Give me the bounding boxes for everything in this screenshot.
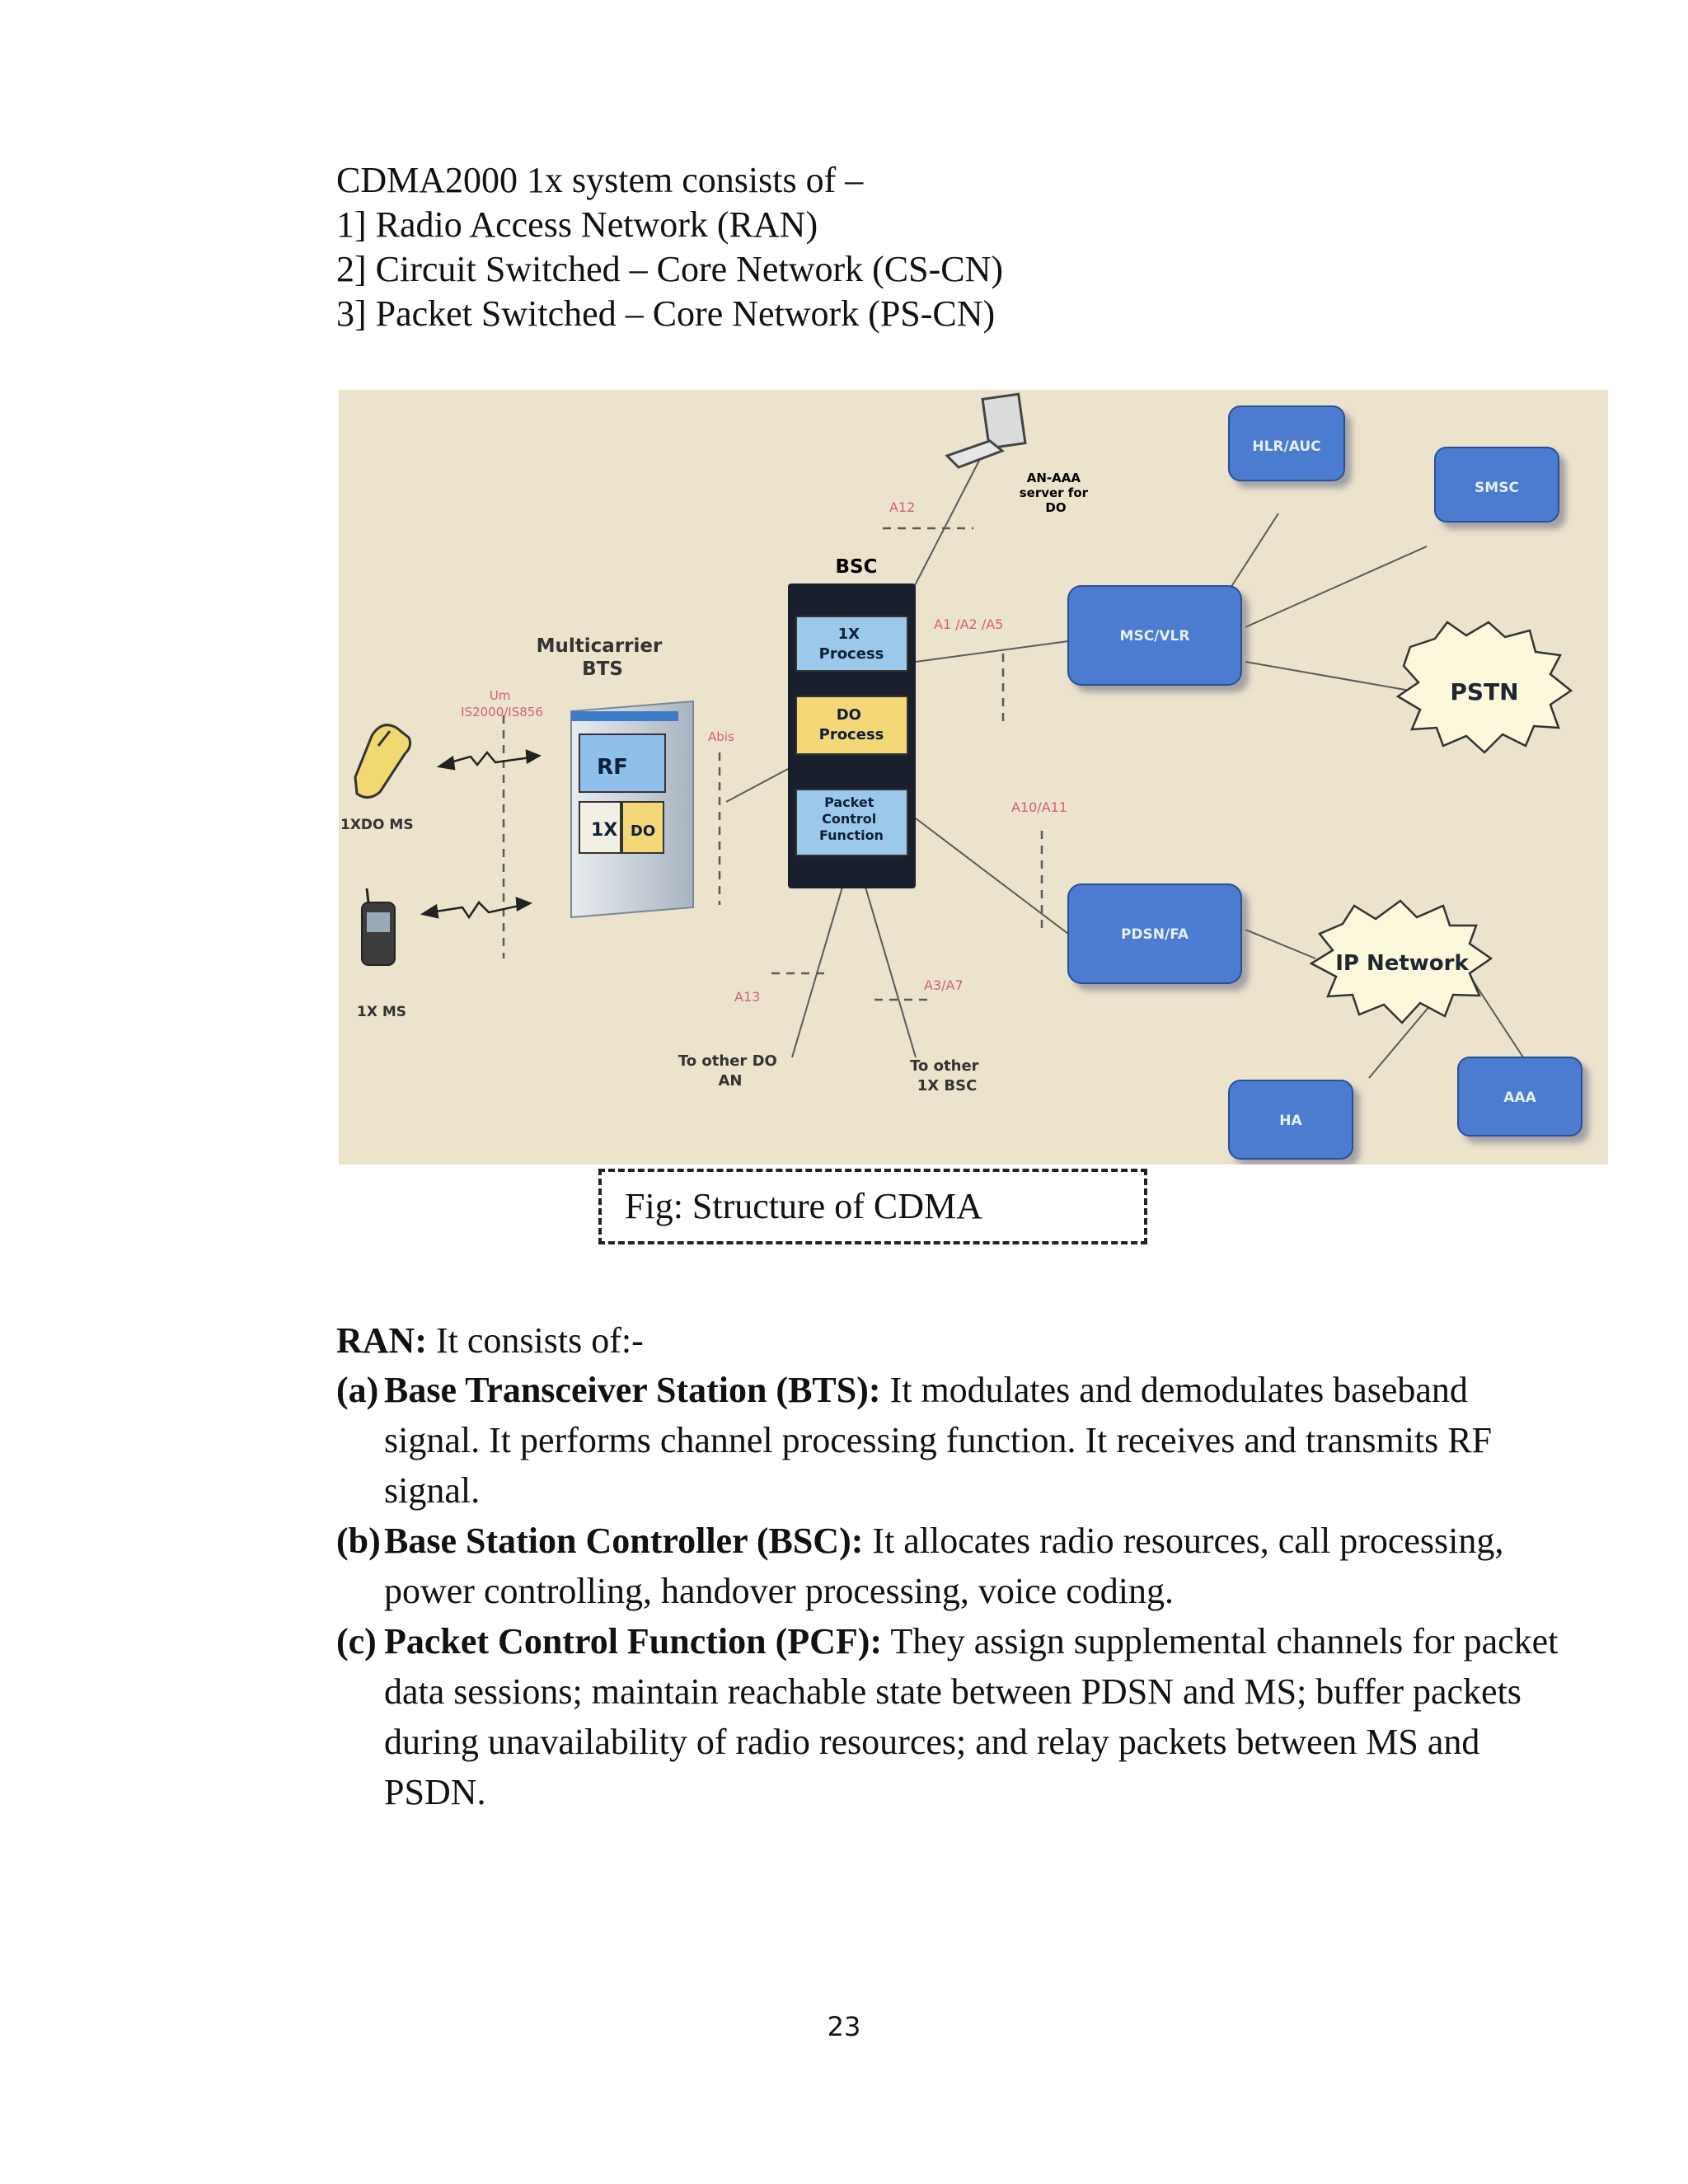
other-do-label: To other DO AN xyxy=(678,1052,782,1090)
bts-label: Multicarrier BTS xyxy=(537,635,669,680)
ran-heading-term: RAN: xyxy=(336,1320,427,1361)
bts-top-stripe xyxy=(571,711,678,721)
ip-network-cloud xyxy=(1309,899,1493,1024)
list-marker: (b) xyxy=(336,1521,381,1561)
smsc-node xyxy=(1434,447,1559,523)
smsc-label: SMSC xyxy=(1475,480,1519,496)
abis-interface-label: Abis xyxy=(708,729,734,744)
bsc-pcf xyxy=(795,789,908,856)
diagram-background xyxy=(339,390,1608,1165)
list-marker: (c) xyxy=(336,1621,377,1661)
bts-1x-label: 1X xyxy=(591,820,617,841)
pstn-label: PSTN xyxy=(1450,678,1518,705)
list-marker: (a) xyxy=(336,1370,379,1410)
pcf-term: Packet Control Function (PCF): xyxy=(384,1621,883,1661)
list-item: (a) Base Transceiver Station (BTS): It m… xyxy=(336,1365,1573,1516)
a10a11-interface-label: A10/A11 xyxy=(1011,799,1067,815)
mobile-phone-icon xyxy=(361,888,396,966)
pcf-description: They assign supplemental channels for pa… xyxy=(384,1621,1559,1812)
a13-interface-label: A13 xyxy=(734,989,760,1005)
ha-node xyxy=(1228,1080,1353,1160)
a12-interface-label: A12 xyxy=(889,499,915,515)
bts-rf-label: RF xyxy=(597,755,628,780)
hlr-auc-node xyxy=(1228,405,1345,481)
ms-1xdo-label: 1XDO MS xyxy=(340,817,414,833)
intro-title: CDMA2000 1x system consists of – xyxy=(336,160,864,200)
intro-item-ran: 1] Radio Access Network (RAN) xyxy=(336,204,818,245)
bts-description: It modulates and demodulates baseband si… xyxy=(384,1370,1493,1511)
list-item: (b) Base Station Controller (BSC): It al… xyxy=(336,1516,1573,1616)
ip-network-label: IP Network xyxy=(1335,951,1469,976)
bts-term: Base Transceiver Station (BTS): xyxy=(384,1370,881,1410)
bsc-description: It allocates radio resources, call proce… xyxy=(384,1521,1504,1611)
ha-label: HA xyxy=(1279,1113,1302,1129)
bts-do-label: DO xyxy=(631,823,655,840)
bsc-pcf-label: Packet Control Function xyxy=(819,794,884,843)
aaa-node xyxy=(1457,1057,1582,1137)
ms-1x-label: 1X MS xyxy=(357,1004,406,1020)
bsc-1x-process xyxy=(795,616,908,672)
ran-heading: RAN: It consists of:- xyxy=(336,1316,644,1366)
intro-list: CDMA2000 1x system consists of – 1] Radi… xyxy=(336,158,1003,336)
list-item: (c) Packet Control Function (PCF): They … xyxy=(336,1616,1573,1817)
flip-phone-icon xyxy=(354,724,412,799)
pstn-cloud xyxy=(1395,621,1573,754)
intro-item-cs-cn: 2] Circuit Switched – Core Network (CS-C… xyxy=(336,249,1003,289)
bts-rf xyxy=(579,733,666,793)
bsc-do-process xyxy=(795,696,908,755)
page-number: 23 xyxy=(827,2011,861,2042)
laptop-icon xyxy=(945,392,1027,469)
a1a2a5-interface-label: A1 /A2 /A5 xyxy=(934,616,1003,632)
bsc-label: BSC xyxy=(836,556,878,578)
bts-do xyxy=(621,801,664,854)
pdsn-fa-node xyxy=(1067,883,1242,984)
bsc-1x-label: 1X Process xyxy=(819,626,884,663)
figure-caption: Fig: Structure of CDMA xyxy=(598,1169,1147,1244)
other-1x-bsc-label: To other 1X BSC xyxy=(910,1057,984,1094)
msc-vlr-label: MSC/VLR xyxy=(1120,628,1190,644)
bsc-term: Base Station Controller (BSC): xyxy=(384,1521,864,1561)
ran-heading-text: It consists of:- xyxy=(426,1320,644,1361)
hlr-auc-label: HLR/AUC xyxy=(1252,438,1320,455)
bsc-do-label: DO Process xyxy=(819,706,884,743)
um-interface-label: Um IS2000/IS856 xyxy=(461,688,543,719)
ran-component-list: (a) Base Transceiver Station (BTS): It m… xyxy=(336,1365,1573,1817)
server-label: AN-AAA server for DO xyxy=(1020,471,1093,515)
pdsn-fa-label: PDSN/FA xyxy=(1121,926,1189,943)
intro-item-ps-cn: 3] Packet Switched – Core Network (PS-CN… xyxy=(336,293,996,334)
interface-dashes xyxy=(502,527,1043,1001)
bts-1x xyxy=(579,801,621,854)
msc-vlr-node xyxy=(1067,585,1242,686)
cdma-structure-diagram: AN-AAA server for DO BSC 1X Process DO P… xyxy=(339,390,1608,1165)
radio-link-arrows xyxy=(420,749,542,920)
a3a7-interface-label: A3/A7 xyxy=(924,977,964,993)
aaa-label: AAA xyxy=(1503,1090,1536,1106)
